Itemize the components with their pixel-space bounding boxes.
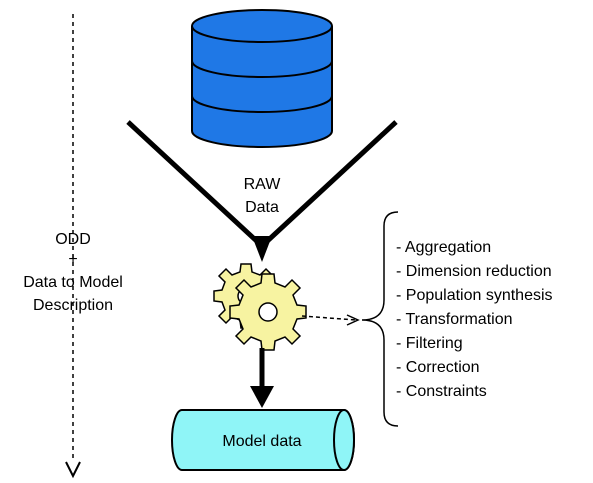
raw-data-label-line1: RAW: [244, 176, 282, 193]
operation-item: - Filtering: [396, 335, 463, 352]
gears-icon: [213, 263, 307, 351]
funnel-icon: [126, 120, 398, 262]
model-data-cylinder: [171, 409, 355, 471]
operations-pointer-arrow: [301, 314, 360, 326]
operation-item: - Correction: [396, 359, 480, 376]
flow-arrow-to-model: [250, 348, 274, 408]
operations-list: - Aggregation - Dimension reduction - Po…: [396, 239, 553, 400]
operation-item: - Constraints: [396, 383, 487, 400]
operation-item: - Transformation: [396, 311, 512, 328]
operation-item: - Population synthesis: [396, 287, 553, 304]
model-data-label: Model data: [222, 433, 301, 450]
odd-flow-arrow: [65, 14, 81, 479]
side-label-line2: +: [68, 251, 77, 268]
database-icon: [191, 9, 333, 148]
operations-brace: [361, 211, 399, 427]
operation-item: - Aggregation: [396, 239, 491, 256]
side-label-line1: ODD: [55, 231, 91, 248]
raw-data-label-line2: Data: [245, 199, 279, 216]
side-label-line4: Description: [33, 297, 113, 314]
operation-item: - Dimension reduction: [396, 263, 552, 280]
side-label-line3: Data to Model: [23, 274, 123, 291]
